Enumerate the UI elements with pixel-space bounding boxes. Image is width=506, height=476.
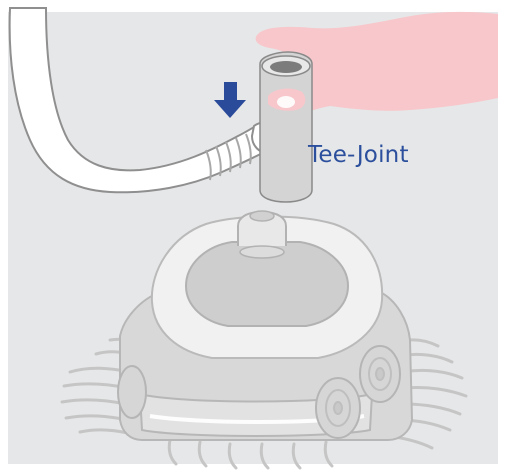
down-arrow-icon — [214, 82, 246, 118]
tee-joint-icon — [260, 52, 312, 202]
tee-joint-label: Tee-Joint — [308, 142, 409, 168]
thumbnail-shape — [277, 96, 295, 108]
pool-robot-icon — [62, 211, 466, 468]
